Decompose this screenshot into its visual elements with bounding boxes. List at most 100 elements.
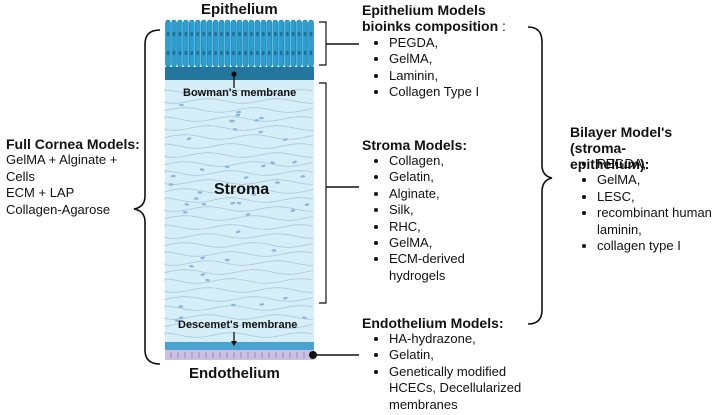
epithelium-cell [230, 19, 237, 68]
keratocyte [200, 256, 206, 260]
keratocyte [300, 175, 306, 178]
epithelium-cell [201, 19, 207, 68]
bilayer-models-title: Bilayer Model's (stroma- epithelium): [570, 124, 728, 172]
stroma-fiber [164, 233, 314, 239]
stroma-fiber [164, 251, 314, 257]
epithelium-nucleus [309, 31, 313, 37]
stroma-fiber [164, 269, 314, 275]
epithelium-cell [206, 19, 213, 68]
epithelium-cell [248, 19, 255, 68]
stroma-fiber [164, 224, 314, 230]
list-item: recombinant human [597, 205, 712, 221]
epithelium-nucleus [238, 50, 241, 56]
descemet-membrane-label: Descemet's membrane [178, 319, 298, 331]
epithelium-basal-band [165, 67, 314, 80]
epithelium-nucleus [172, 31, 176, 37]
stroma-fiber [164, 206, 314, 212]
keratocyte [243, 176, 249, 179]
keratocyte [275, 181, 280, 184]
epithelium-nucleus [303, 31, 307, 37]
keratocyte [304, 203, 310, 206]
stroma-fiber [164, 152, 314, 158]
full-cornea-brace [133, 29, 161, 365]
epithelium-nucleus [261, 31, 265, 37]
epithelium-nucleus [196, 31, 200, 37]
list-item: PEGDA, [597, 156, 712, 172]
epithelium-label: Epithelium [201, 1, 278, 18]
keratocyte [283, 138, 288, 141]
list-item: Alginate, [389, 186, 465, 202]
stroma-fiber [164, 215, 314, 221]
epithelium-bracket [319, 21, 327, 66]
keratocyte [174, 319, 180, 323]
epithelium-cell [266, 19, 273, 68]
epithelium-nucleus [166, 31, 170, 37]
epithelium-nucleus [232, 50, 235, 56]
keratocyte [205, 278, 210, 282]
keratocyte [189, 264, 194, 268]
stroma-fiber [164, 197, 314, 203]
epithelium-nucleus [220, 31, 224, 37]
epithelium-cell [302, 19, 308, 68]
list-item: GelMA, [389, 235, 465, 251]
keratocyte [251, 193, 257, 196]
epithelium-nucleus [214, 31, 218, 37]
stroma-fiber [164, 323, 314, 329]
bowman-membrane-label: Bowman's membrane [183, 87, 297, 99]
epithelium-models-title-line: bioinks composition [362, 18, 499, 34]
list-item: GelMA, [389, 51, 479, 67]
list-item: Gelatin, [389, 347, 521, 363]
epithelium-cell [165, 19, 171, 68]
stroma-fiber [164, 260, 314, 266]
epithelium-nucleus [267, 50, 271, 56]
keratocyte [193, 197, 199, 200]
epithelium-nucleus [256, 50, 259, 56]
keratocyte [271, 249, 277, 252]
list-item: Genetically modified [389, 364, 521, 380]
list-item: RHC, [389, 219, 465, 235]
epithelium-nucleus [178, 50, 182, 56]
keratocyte [236, 110, 242, 114]
epithelium-cell [242, 19, 249, 68]
epithelium-models-list: PEGDA, GelMA, Laminin, Collagen Type I [369, 35, 479, 101]
keratocyte [292, 160, 297, 164]
full-cornea-line: GelMA + Alginate + [6, 152, 118, 167]
keratocyte [199, 168, 205, 171]
epithelium-nucleus [285, 31, 289, 37]
keratocyte [270, 161, 275, 165]
epithelium-nucleus [184, 50, 188, 56]
endothelium-cell-dividers [170, 352, 312, 358]
keratocyte [201, 203, 207, 206]
epithelium-nucleus [273, 50, 277, 56]
epithelium-cell [272, 19, 279, 68]
keratocyte [259, 116, 264, 120]
epithelium-nucleus [267, 31, 271, 37]
list-item: Collagen Type I [389, 84, 479, 100]
epithelium-nucleus [285, 50, 289, 56]
keratocyte [245, 213, 251, 216]
keratocyte [224, 165, 230, 169]
epithelium-nucleus [273, 31, 277, 37]
keratocyte [290, 209, 296, 212]
epithelium-nucleus [178, 31, 182, 37]
epithelium-nucleus [238, 31, 241, 37]
descemet-pointer-arrow [231, 341, 237, 346]
stroma-fiber [164, 332, 314, 338]
epithelium-nucleus [190, 50, 194, 56]
epithelium-nucleus [166, 50, 170, 56]
keratocyte [232, 128, 238, 131]
keratocyte [229, 119, 234, 123]
full-cornea-list: GelMA + Alginate + Cells ECM + LAP Colla… [6, 152, 117, 218]
epithelium-cell [296, 19, 302, 68]
epithelium-nucleus [244, 31, 247, 37]
epithelium-nucleus [202, 31, 206, 37]
epithelium-nucleus [220, 50, 224, 56]
stroma-label: Stroma [214, 181, 270, 198]
epithelium-nucleus [172, 50, 176, 56]
epithelium-nucleus [226, 50, 230, 56]
keratocyte [259, 303, 265, 306]
list-item: PEGDA, [389, 35, 479, 51]
list-item: Gelatin, [389, 169, 465, 185]
bilayer-title-line: Bilayer Model's (stroma- [570, 124, 673, 156]
list-item: Laminin, [389, 68, 479, 84]
